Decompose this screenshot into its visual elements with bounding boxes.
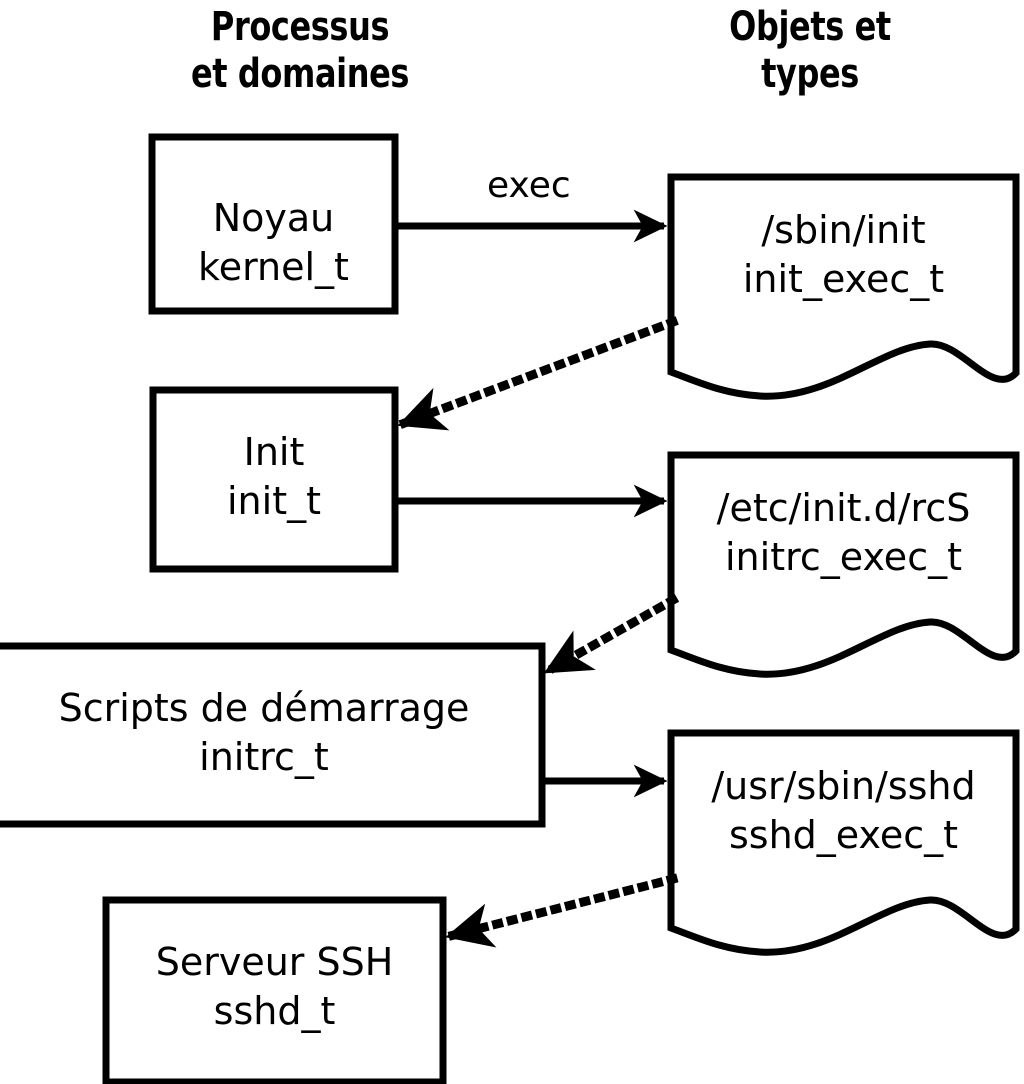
column-header-objects: Objets et types	[642, 4, 978, 98]
object-node-initrc-exec[interactable]	[667, 451, 1020, 678]
process-node-sshd[interactable]	[102, 896, 447, 1084]
column-header-objects-line1: Objets et	[729, 4, 891, 50]
process-node-init[interactable]	[149, 386, 399, 573]
column-header-processes: Processus et domaines	[108, 4, 492, 98]
edge-sshdexec-transition-sshd	[444, 873, 679, 948]
edge-rcsexec-transition-initrc	[541, 593, 680, 678]
process-node-kernel[interactable]	[148, 133, 399, 315]
column-header-processes-line1: Processus	[210, 4, 390, 50]
process-node-initrc[interactable]	[0, 642, 546, 828]
column-header-processes-line2: et domaines	[190, 51, 410, 98]
edge-initexec-transition-init	[396, 316, 679, 431]
edge-label-exec: exec	[487, 165, 571, 206]
column-header-objects-line2: types	[761, 51, 859, 98]
object-node-init-exec[interactable]	[667, 173, 1020, 400]
object-node-sshd-exec[interactable]	[667, 729, 1020, 956]
